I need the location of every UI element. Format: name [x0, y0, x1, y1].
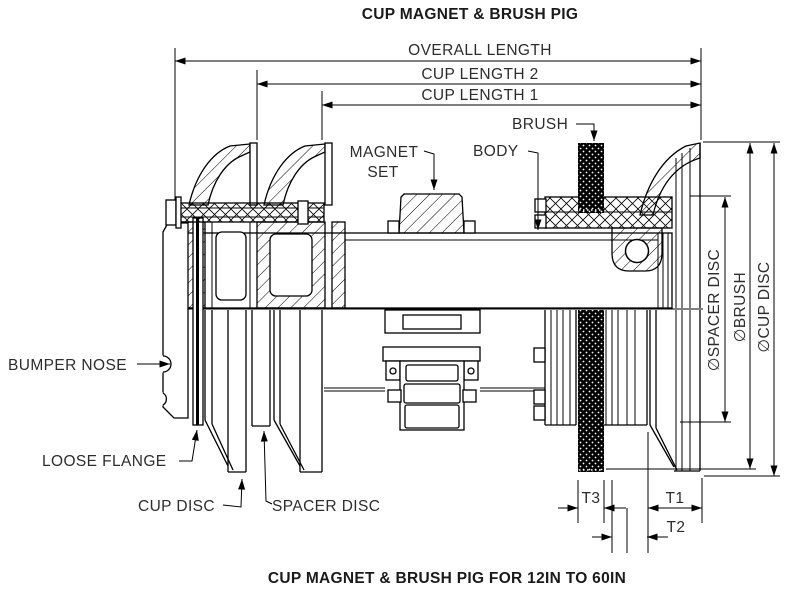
cup-length-1-label: CUP LENGTH 1 [421, 87, 538, 104]
flange-bolt-top [534, 198, 547, 213]
cup-disc-2-top [263, 142, 333, 206]
brush-bottom [578, 310, 604, 472]
loose-flange-label: LOOSE FLANGE [42, 453, 167, 470]
drawing-title: CUP MAGNET & BRUSH PIG [362, 6, 578, 23]
t2-label: T2 [667, 519, 686, 536]
spacer-disc-dia-label: ∅SPACER DISC [706, 249, 723, 371]
brush-label: BRUSH [512, 116, 568, 133]
magnet-set [387, 193, 476, 234]
bolt-bar [165, 196, 325, 229]
right-assembly [533, 142, 701, 472]
loose-flange-leader [179, 429, 199, 462]
brush-leader [576, 123, 598, 141]
bumper-nose-label: BUMPER NOSE [8, 357, 127, 374]
diameter-dimensions: ∅SPACER DISC ∅BRUSH ∅CUP DISC [606, 141, 780, 477]
t3-label: T3 [582, 490, 601, 507]
bottom-magnets [324, 309, 545, 431]
overall-length-label: OVERALL LENGTH [408, 42, 552, 59]
left-assembly [151, 142, 346, 473]
loose-flange [192, 217, 204, 426]
flange-bolt-bottom-1 [533, 347, 546, 363]
spacer-disc-label: SPACER DISC [272, 498, 380, 515]
body-leader [527, 150, 542, 230]
lifting-hole [624, 238, 650, 264]
bolt-head [165, 199, 177, 226]
brush-top [578, 143, 604, 213]
magnet-set-label-1: MAGNET [350, 144, 419, 161]
right-assembly-bottom [533, 310, 701, 472]
cup-disc-leader [222, 478, 246, 508]
spacer-disc-leader [260, 430, 273, 505]
flange-bolt-bottom-3 [533, 405, 546, 421]
top-dimensions: OVERALL LENGTH CUP LENGTH 2 CUP LENGTH 1 [174, 42, 702, 222]
t1-label: T1 [666, 490, 685, 507]
left-discs-bottom [204, 310, 323, 473]
drawing-caption: CUP MAGNET & BRUSH PIG FOR 12IN TO 60IN [268, 570, 626, 587]
part-labels: BRUSH MAGNET SET BODY BUMPER NOSE LOOSE … [8, 116, 598, 515]
magnet-set-leader [423, 150, 438, 190]
bolt-nut [297, 200, 309, 225]
flange-bolt-bottom-2 [533, 389, 546, 405]
cup-disc-1-top [188, 142, 258, 206]
thickness-dimensions: T3 T1 T2 [558, 432, 703, 553]
bumper-nose [151, 222, 189, 419]
body-label: BODY [473, 143, 519, 160]
cup-length-2-label: CUP LENGTH 2 [421, 66, 538, 83]
pig-assembly [151, 142, 703, 473]
body [181, 232, 673, 309]
brush-dia-label: ∅BRUSH [732, 272, 749, 342]
cup-disc-label: CUP DISC [138, 498, 215, 515]
cup-disc-dia-label: ∅CUP DISC [756, 262, 773, 353]
magnet-set-label-2: SET [367, 164, 398, 181]
